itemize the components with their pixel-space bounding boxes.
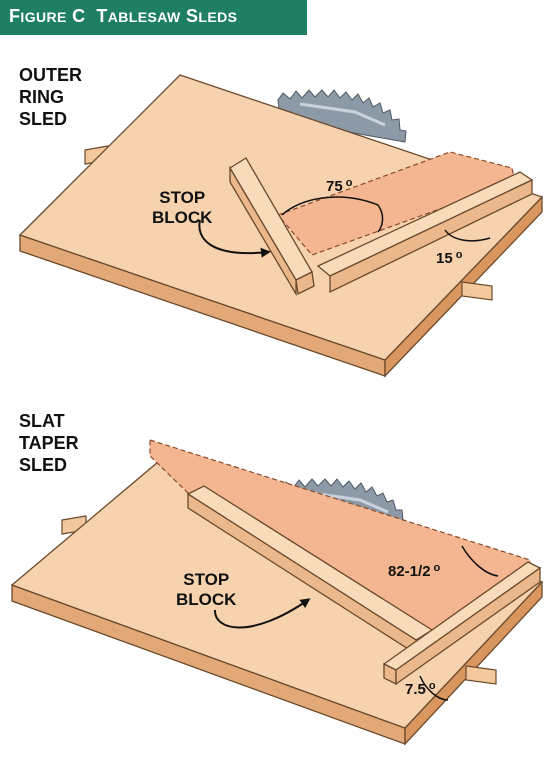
fence-long-edge — [395, 566, 541, 686]
angle-value: 7.5 — [405, 681, 426, 698]
runner-right — [461, 281, 493, 301]
stop-block-label-line: BLOCK — [176, 590, 237, 609]
angle-arc-82 — [461, 545, 499, 577]
figure-banner: FIGURE C TABLESAW SLEDS — [0, 0, 307, 35]
runner-right — [465, 665, 497, 685]
fence-long-edge — [329, 178, 533, 294]
degree-symbol: o — [433, 562, 441, 574]
stop-block-label-line: STOP — [159, 188, 206, 207]
sled-name-outer-ring: OUTER RING SLED — [19, 64, 82, 130]
angle-value: 15 — [436, 250, 453, 267]
degree-symbol: o — [345, 177, 353, 189]
stop-block-label: STOP BLOCK — [152, 188, 212, 228]
angle-value: 82-1/2 — [388, 563, 431, 580]
cut-zone — [276, 151, 516, 256]
stop-block-arrow-top — [198, 219, 271, 258]
sled-name-slat-taper: SLAT TAPER SLED — [19, 410, 79, 476]
cut-zone — [149, 439, 531, 641]
angle-arc-75 — [281, 196, 384, 233]
figure-label: FIGURE C — [9, 6, 86, 26]
stop-block-end — [295, 271, 315, 295]
sled-name-line: TAPER — [19, 433, 79, 453]
sled-name-line: OUTER — [19, 65, 82, 85]
stop-block-label: STOP BLOCK — [176, 570, 236, 610]
sled-name-line: RING — [19, 87, 64, 107]
angle-value: 75 — [326, 178, 343, 195]
stop-block-label-line: BLOCK — [152, 208, 213, 227]
figure-heading: FIGURE C TABLESAW SLEDS — [9, 6, 237, 27]
sled-name-line: SLAT — [19, 411, 65, 431]
stop-block-side — [229, 165, 297, 297]
sled-name-line: SLED — [19, 455, 68, 475]
angle-arc-15 — [444, 229, 491, 242]
slat-taper-sled-illustration — [10, 439, 544, 746]
figure-title: TABLESAW SLEDS — [96, 6, 238, 26]
stop-block-label-line: STOP — [183, 570, 230, 589]
stop-block-arrow-bottom — [213, 598, 311, 629]
degree-symbol: o — [455, 249, 463, 261]
sled-name-line: SLED — [19, 109, 68, 129]
degree-symbol: o — [428, 680, 436, 692]
outer-ring-sled-illustration — [18, 74, 544, 378]
saw-blade-top — [277, 89, 407, 143]
angle-arc-7 — [419, 675, 449, 701]
